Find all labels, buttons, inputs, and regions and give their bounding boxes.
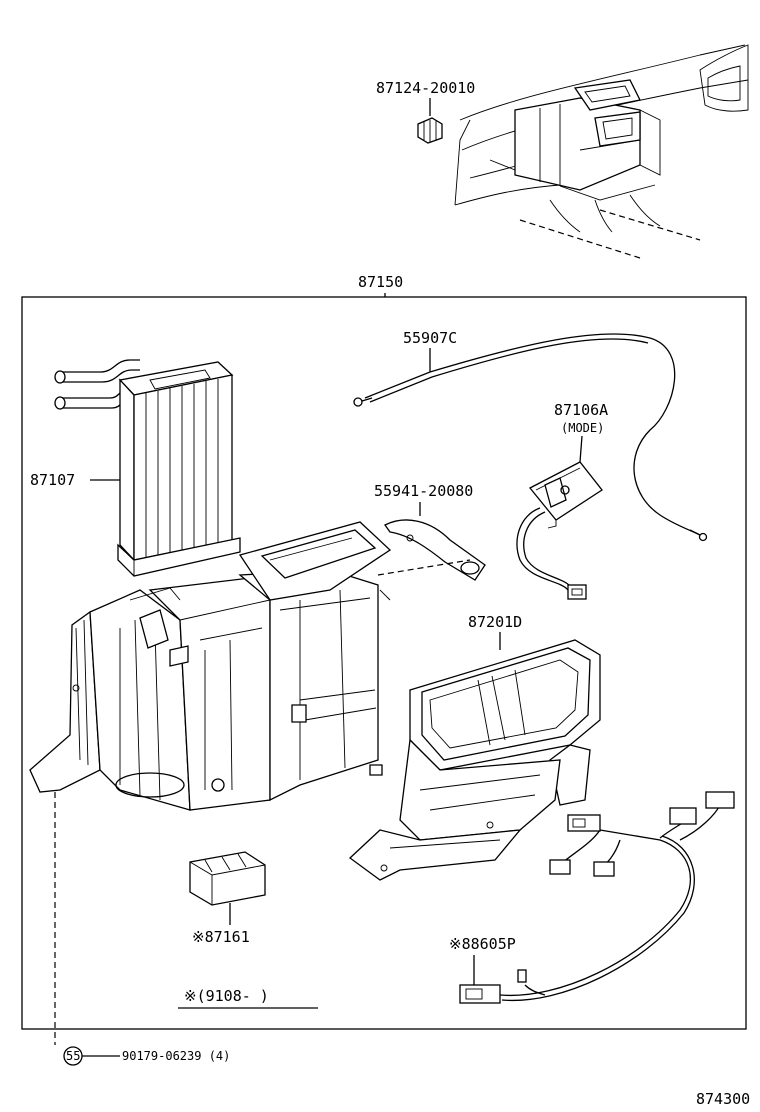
- label-cable: 55907C: [403, 329, 457, 347]
- label-date-note: ※(9108- ): [184, 987, 269, 1005]
- label-mode-note: (MODE): [561, 421, 604, 435]
- label-dashboard-part: 87124-20010: [376, 79, 475, 97]
- label-case-part: 87201D: [468, 613, 522, 631]
- link-arm: [384, 519, 486, 581]
- mode-servo-motor: [516, 461, 603, 600]
- label-link: 55941-20080: [374, 482, 473, 500]
- heater-unit-case: [29, 521, 392, 811]
- screw-badge-text: 55: [66, 1049, 80, 1063]
- diagram-code: 874300: [696, 1090, 750, 1108]
- blower-resistor: [189, 851, 266, 906]
- assembly-frame: [21, 296, 747, 1030]
- heater-core: [54, 359, 241, 577]
- label-unit-assembly: 87150: [358, 273, 403, 291]
- label-heater-core: 87107: [30, 471, 75, 489]
- small-clip: [417, 117, 443, 144]
- label-screw: 90179-06239 (4): [122, 1049, 230, 1063]
- wire-harness: [459, 791, 735, 1004]
- label-mode-servo: 87106A: [554, 401, 608, 419]
- dashboard-illustration: [454, 44, 749, 259]
- control-cable: [353, 333, 708, 542]
- screw-badge: 55: [63, 1046, 83, 1066]
- label-resistor: ※87161: [192, 928, 250, 946]
- air-duct-case: [348, 639, 601, 881]
- label-wire-harness: ※88605P: [449, 935, 516, 953]
